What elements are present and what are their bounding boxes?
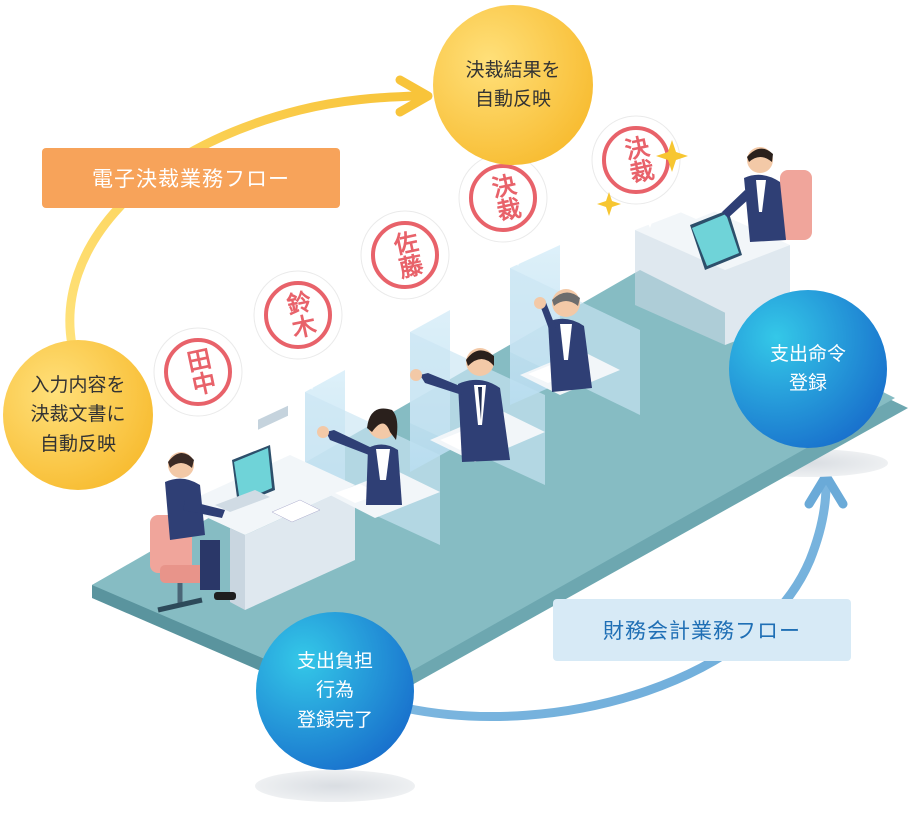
input-reflection-text: 入力内容を 決裁文書に 自動反映: [30, 373, 126, 455]
financial-accounting-flow-label: 財務会計業務フロー: [553, 599, 851, 661]
person-tanaka: [150, 452, 236, 613]
back-desk: [635, 147, 812, 345]
approval-flow-arrow: [65, 91, 423, 350]
electronic-approval-flow-text: 電子決裁業務フロー: [92, 167, 290, 191]
stamp-bubble-kessai-1: [458, 153, 548, 266]
circle-shadow: [255, 770, 415, 802]
approval-result-text: 決裁結果を 自動反映: [465, 58, 561, 110]
expenditure-command-text: 支出命令 登録: [769, 342, 846, 394]
sparkle-icon: [597, 192, 621, 216]
stamp-bubble-suzuki: [253, 270, 343, 390]
input-reflection-circle: 入力内容を 決裁文書に 自動反映: [3, 340, 153, 490]
person-suzuki: [317, 408, 440, 518]
stamp-bubble-sato: [360, 210, 450, 326]
front-desk: [180, 405, 355, 610]
approval-result-circle: 決裁結果を 自動反映: [433, 5, 593, 165]
stamp-bubble-tanaka: [153, 327, 243, 448]
financial-accounting-flow-text: 財務会計業務フロー: [603, 619, 801, 643]
expenditure-command-circle: 支出命令 登録: [729, 290, 887, 448]
sparkle-icon: [656, 140, 688, 172]
expenditure-registration-circle: 支出負担 行為 登録完了: [256, 612, 414, 770]
electronic-approval-flow-label: 電子決裁業務フロー: [42, 148, 340, 208]
expenditure-registration-text: 支出負担 行為 登録完了: [296, 649, 373, 731]
person-manager: [520, 289, 620, 395]
approval-flow-arrowhead: [395, 75, 433, 117]
person-sato: [410, 348, 545, 462]
stamp-bubble-kessai-2: [591, 115, 681, 228]
